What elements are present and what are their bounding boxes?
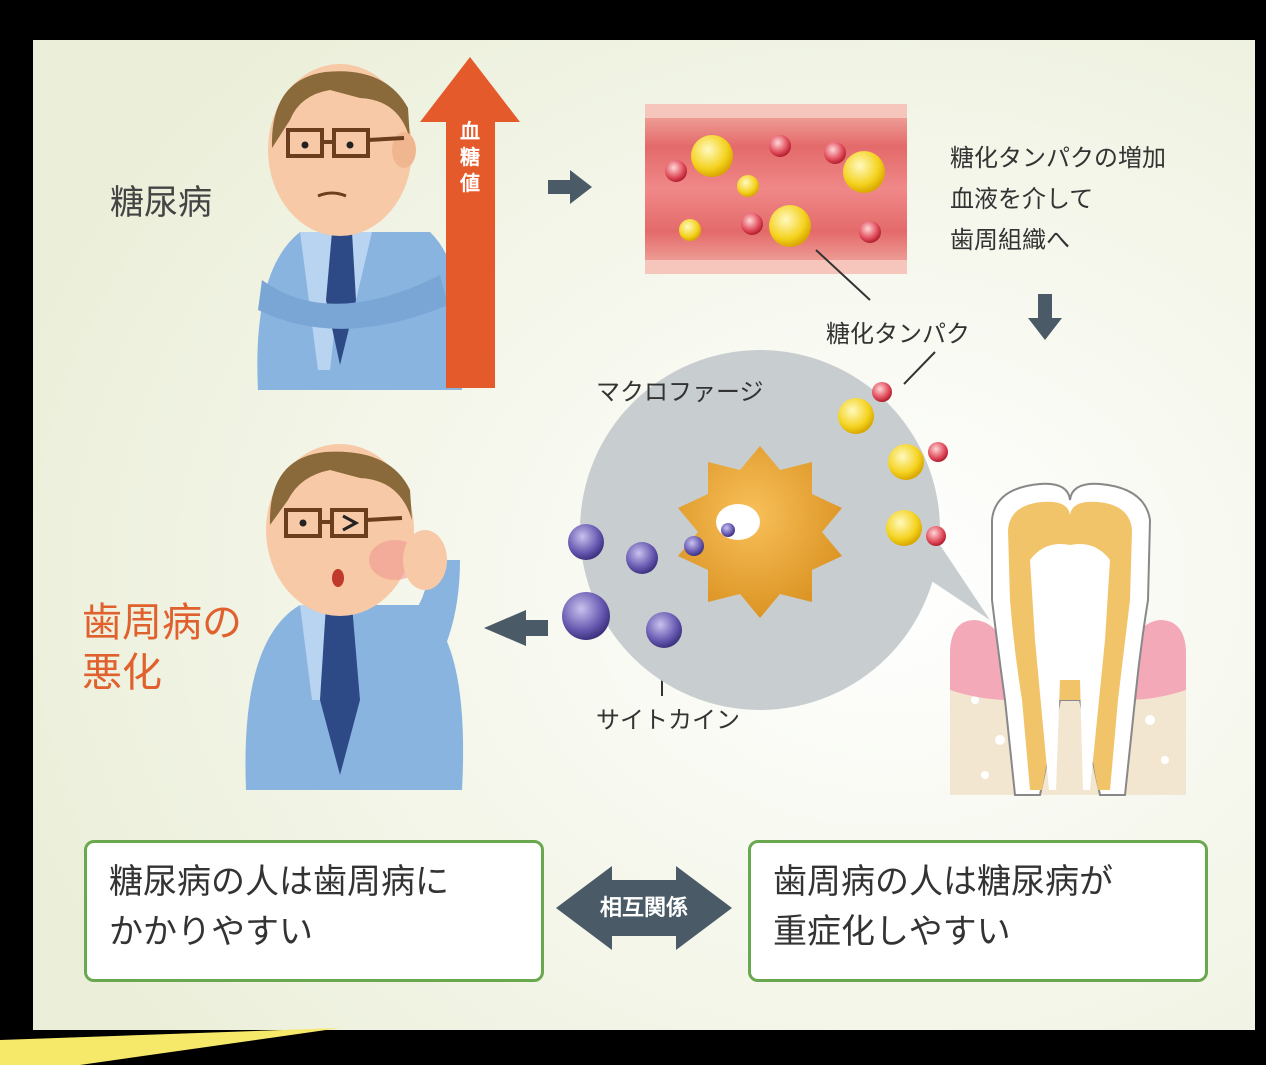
man-diabetes-illustration	[257, 64, 464, 390]
glycated-protein-label: 糖化タンパク	[826, 320, 970, 348]
blood-sugar-char: 糖	[460, 145, 480, 169]
blood-sugar-label: 血 糖 値	[458, 118, 482, 196]
blood-sugar-char: 血	[460, 119, 480, 143]
vessel-note: 糖化タンパクの増加 血液を介して 歯周組織へ	[950, 138, 1166, 261]
macrophage-label: マクロファージ	[596, 378, 764, 406]
vessel-note-line: 血液を介して	[950, 185, 1094, 213]
blood-sugar-up-arrow	[420, 57, 520, 388]
diabetes-to-periodontal-box: 糖尿病の人は歯周病に かかりやすい	[84, 840, 544, 982]
glycated-protein-pointer-vessel	[815, 249, 871, 301]
periodontal-worsening-line: 歯周病の	[82, 600, 242, 646]
box-line: 重症化しやすい	[773, 912, 1011, 952]
vessel-note-line: 糖化タンパクの増加	[950, 144, 1166, 172]
blood-sugar-char: 値	[460, 171, 480, 195]
tooth-illustration	[950, 482, 1186, 796]
diabetes-label: 糖尿病	[110, 183, 212, 223]
cytokine-label: サイトカイン	[596, 706, 740, 734]
box-line: 歯周病の人は糖尿病が	[773, 862, 1113, 902]
man-periodontal-illustration	[245, 444, 464, 790]
periodontal-to-diabetes-box: 歯周病の人は糖尿病が 重症化しやすい	[748, 840, 1208, 982]
periodontal-worsening-line: 悪化	[82, 650, 162, 696]
arrow-right-flow	[548, 170, 592, 204]
vessel-note-line: 歯周組織へ	[950, 226, 1070, 254]
mutual-relationship-label: 相互関係	[599, 896, 688, 921]
box-line: かかりやすい	[109, 912, 313, 952]
arrow-down-flow	[1028, 294, 1062, 340]
box-line: 糖尿病の人は歯周病に	[109, 862, 449, 902]
yellow-corner-shape	[0, 1028, 340, 1065]
inflammation-circle	[562, 350, 990, 710]
mutual-relationship-arrow	[556, 866, 732, 950]
arrow-left-flow	[484, 610, 548, 646]
periodontal-worsening-label: 歯周病の 悪化	[82, 598, 242, 698]
blood-vessel-illustration	[645, 104, 907, 274]
glycated-protein-pointer-ball	[903, 351, 936, 385]
